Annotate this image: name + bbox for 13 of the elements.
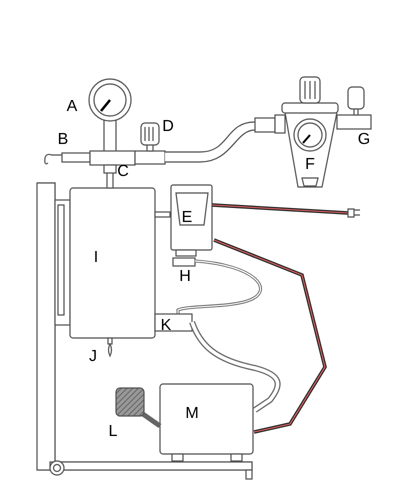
callout-letter: B xyxy=(58,132,68,148)
callout-letter: J xyxy=(89,349,97,365)
callout-letter: L xyxy=(108,424,118,440)
callout-letter: D xyxy=(162,119,174,135)
callout-letter: K xyxy=(160,318,172,334)
callout-letter: C xyxy=(117,164,129,180)
callout-letter: E xyxy=(182,210,192,226)
callout-letter: I xyxy=(94,250,98,266)
callout-letter: A xyxy=(66,99,78,115)
callout-letter: G xyxy=(358,132,370,148)
callout-letter: M xyxy=(185,406,199,422)
callout-letter: F xyxy=(305,157,315,173)
callout-letter: H xyxy=(179,269,191,285)
